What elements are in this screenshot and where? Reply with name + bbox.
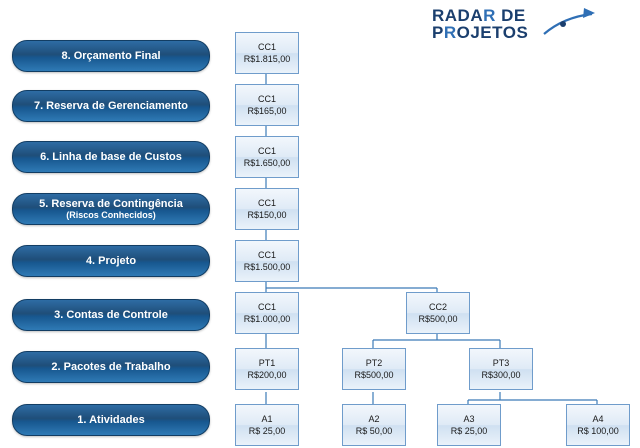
node-title: A3 [463, 413, 475, 424]
level-2-label: 2. Pacotes de Trabalho [51, 360, 171, 373]
node-value: R$150,00 [247, 210, 287, 220]
node-title: PT2 [365, 357, 383, 368]
node-value: R$200,00 [247, 370, 287, 380]
node-title: PT1 [258, 357, 276, 368]
sidebar-item-level-8[interactable]: 8. Orçamento Final [12, 40, 210, 72]
level-4-label: 4. Projeto [85, 254, 137, 267]
node-a3[interactable]: A3 R$ 25,00 [437, 404, 501, 446]
level-1-label: 1. Atividades [77, 413, 145, 426]
node-a1[interactable]: A1 R$ 25,00 [235, 404, 299, 446]
node-value: R$1.500,00 [243, 262, 291, 272]
level-8-label: 8. Orçamento Final [61, 49, 161, 62]
node-cc1-level-3[interactable]: CC1 R$1.000,00 [235, 292, 299, 334]
logo-line-2-text: OJETOS [456, 23, 529, 42]
logo-swoosh-icon [543, 8, 595, 35]
logo-accent-r: R [483, 6, 496, 25]
node-title: A4 [592, 413, 604, 424]
node-pt2[interactable]: PT2 R$500,00 [342, 348, 406, 390]
level-5-label: 5. Reserva de Contingência [39, 197, 183, 210]
node-cc2-level-3[interactable]: CC2 R$500,00 [406, 292, 470, 334]
node-title: CC1 [257, 301, 276, 312]
node-cc1-level-8[interactable]: CC1 R$1.815,00 [235, 32, 299, 74]
node-cc1-level-7[interactable]: CC1 R$165,00 [235, 84, 299, 126]
node-pt3[interactable]: PT3 R$300,00 [469, 348, 533, 390]
node-cc1-level-5[interactable]: CC1 R$150,00 [235, 188, 299, 230]
level-6-label: 6. Linha de base de Custos [40, 150, 182, 163]
level-3-label: 3. Contas de Controle [54, 308, 168, 321]
node-pt1[interactable]: PT1 R$200,00 [235, 348, 299, 390]
sidebar-item-level-2[interactable]: 2. Pacotes de Trabalho [12, 351, 210, 383]
logo-line-1: RADAR DE [432, 6, 526, 26]
logo-accent-r2: R [443, 23, 457, 42]
level-5-sublabel: (Riscos Conhecidos) [66, 210, 156, 221]
logo: RADAR DE PROJETOS [432, 4, 602, 42]
node-title: CC1 [257, 197, 276, 208]
node-title: CC2 [428, 301, 447, 312]
node-a4[interactable]: A4 R$ 100,00 [566, 404, 630, 446]
node-title: CC1 [257, 41, 276, 52]
sidebar-item-level-6[interactable]: 6. Linha de base de Custos [12, 141, 210, 173]
level-7-label: 7. Reserva de Gerenciamento [33, 99, 189, 112]
sidebar-item-level-5[interactable]: 5. Reserva de Contingência (Riscos Conhe… [12, 193, 210, 225]
node-title: PT3 [492, 357, 510, 368]
node-value: R$500,00 [418, 314, 458, 324]
node-title: CC1 [257, 93, 276, 104]
node-cc1-level-4[interactable]: CC1 R$1.500,00 [235, 240, 299, 282]
logo-de: DE [501, 6, 526, 25]
sidebar-item-level-7[interactable]: 7. Reserva de Gerenciamento [12, 90, 210, 122]
node-title: A1 [261, 413, 273, 424]
node-value: R$165,00 [247, 106, 287, 116]
sidebar-item-level-1[interactable]: 1. Atividades [12, 404, 210, 436]
logo-line-2: PROJETOS [432, 23, 528, 43]
node-cc1-level-6[interactable]: CC1 R$1.650,00 [235, 136, 299, 178]
sidebar-item-level-4[interactable]: 4. Projeto [12, 245, 210, 277]
logo-line-1-text: RADA [432, 6, 484, 25]
node-value: R$1.815,00 [243, 54, 291, 64]
node-value: R$ 25,00 [248, 426, 286, 436]
logo-line-2-p: P [432, 23, 444, 42]
node-title: CC1 [257, 145, 276, 156]
node-value: R$ 50,00 [355, 426, 393, 436]
node-a2[interactable]: A2 R$ 50,00 [342, 404, 406, 446]
node-value: R$1.000,00 [243, 314, 291, 324]
node-title: A2 [368, 413, 380, 424]
node-value: R$ 25,00 [450, 426, 488, 436]
node-value: R$1.650,00 [243, 158, 291, 168]
node-value: R$500,00 [354, 370, 394, 380]
node-title: CC1 [257, 249, 276, 260]
sidebar-item-level-3[interactable]: 3. Contas de Controle [12, 299, 210, 331]
node-value: R$ 100,00 [577, 426, 619, 436]
node-value: R$300,00 [481, 370, 521, 380]
